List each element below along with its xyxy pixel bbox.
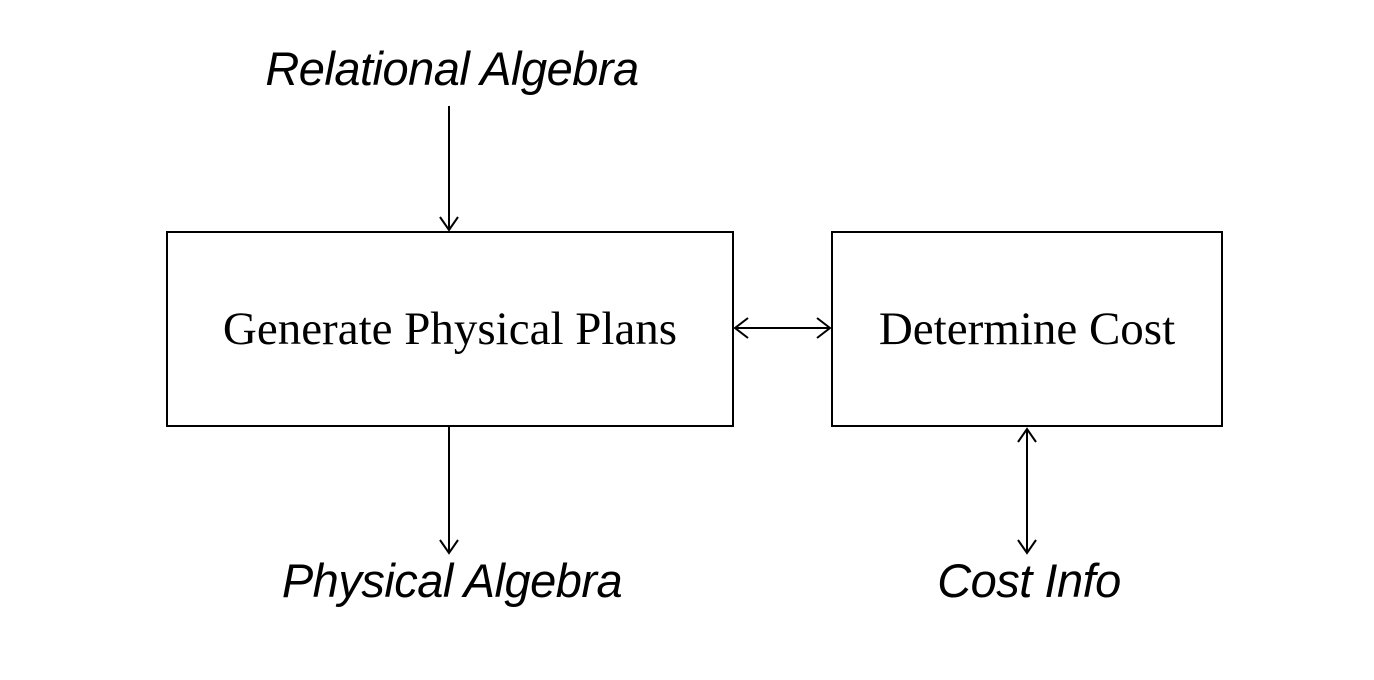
relational-algebra-label: Relational Algebra [265,42,639,95]
determine-cost-box: Determine Cost [831,231,1223,427]
generate-physical-plans-label: Generate Physical Plans [222,302,678,355]
cost-info-label: Cost Info [937,554,1121,607]
edge-cost-costinfo-bidirectional [1017,427,1037,555]
edge-generate-cost-bidirectional [733,317,832,339]
generate-physical-plans-box: Generate Physical Plans [166,231,734,427]
edge-generate-to-output [439,427,459,555]
physical-algebra-label: Physical Algebra [281,554,623,607]
determine-cost-label: Determine Cost [878,302,1176,355]
edge-input-to-generate [439,106,459,232]
